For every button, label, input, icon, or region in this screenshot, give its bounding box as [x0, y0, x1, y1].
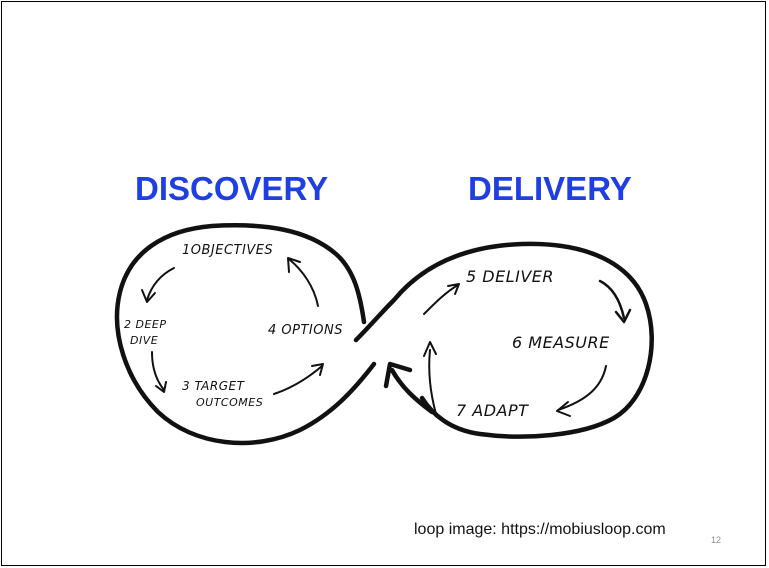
arrow-3-to-4-icon	[273, 363, 324, 395]
step-2-label-line1: 2 DEEP	[124, 318, 167, 331]
step-6-label: 6 MEASURE	[512, 333, 610, 352]
discovery-heading: DISCOVERY	[135, 170, 329, 207]
delivery-return-arrowhead-icon	[383, 361, 413, 389]
step-4-label: 4 OPTIONS	[268, 323, 343, 338]
arrow-7-up-icon	[423, 341, 437, 415]
step-2-label-line2: DIVE	[130, 334, 158, 347]
loop-image-caption: loop image: https://mobiusloop.com	[414, 521, 666, 538]
step-1-label: 1OBJECTIVES	[182, 243, 273, 258]
discovery-loop-path	[114, 223, 377, 446]
arrow-4-to-1-icon	[287, 257, 319, 307]
step-3-label-line2: OUTCOMES	[196, 396, 263, 409]
loop-crossing-path	[353, 297, 397, 343]
arrow-6-to-7-icon	[556, 365, 607, 417]
delivery-return-arrow	[389, 367, 435, 415]
page-number: 12	[711, 535, 722, 545]
step-7-label: 7 ADAPT	[456, 401, 529, 420]
delivery-heading: DELIVERY	[468, 170, 632, 207]
arrow-2-to-3-icon	[151, 351, 167, 393]
step-3-label-line1: 3 TARGET	[182, 379, 246, 393]
arrow-1-to-2-icon	[141, 267, 175, 303]
arrow-5-to-6-icon	[598, 279, 632, 324]
delivery-loop-path	[391, 241, 654, 439]
arrow-into-5-icon	[423, 283, 460, 315]
step-5-label: 5 DELIVER	[466, 267, 554, 286]
